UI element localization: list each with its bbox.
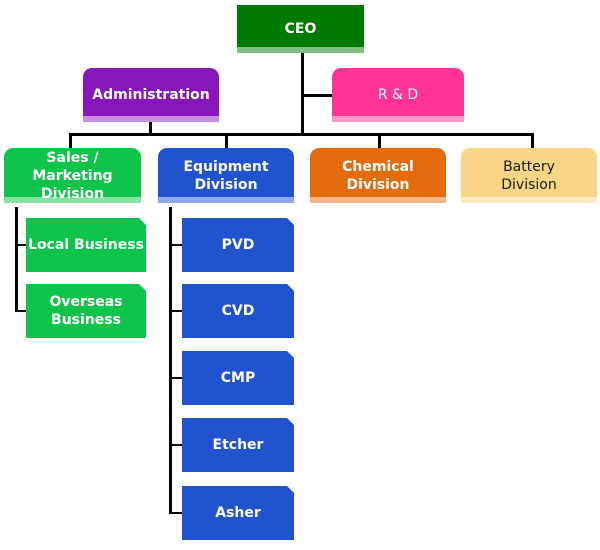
cmp-label: CMP — [220, 370, 256, 386]
cvd-node: CVD — [182, 284, 294, 338]
rd-label: R & D — [377, 87, 419, 103]
connector-equipment-tick-4 — [169, 444, 182, 446]
connector-equipment-spine — [169, 207, 172, 514]
ceo-accent-bar — [237, 47, 364, 53]
etcher-node: Etcher — [182, 418, 294, 472]
connector-drop-sales — [69, 133, 72, 148]
overseas-business-label: Overseas Business — [49, 294, 123, 328]
ceo-label: CEO — [284, 21, 317, 37]
connector-equipment-tick-2 — [169, 310, 182, 312]
asher-node: Asher — [182, 486, 294, 540]
connector-drop-battery — [531, 133, 534, 148]
connector-drop-chemical — [378, 133, 381, 148]
connector-equipment-tick-5 — [169, 512, 182, 514]
overseas-business-node: Overseas Business — [26, 284, 146, 338]
connector-sales-tick-2 — [15, 310, 26, 312]
battery-accent-bar — [461, 197, 597, 203]
connector-equipment-tick-3 — [169, 377, 182, 379]
pvd-node: PVD — [182, 218, 294, 272]
rd-accent-bar — [332, 116, 464, 122]
chemical-division-label: Chemical Division — [342, 158, 414, 193]
administration-node: Administration — [83, 68, 219, 122]
connector-division-bus — [69, 133, 533, 136]
rd-node: R & D — [332, 68, 464, 122]
asher-label: Asher — [215, 505, 261, 521]
administration-accent-bar — [83, 116, 219, 122]
connector-rd-branch — [303, 94, 332, 97]
connector-drop-equipment — [225, 133, 228, 148]
connector-equipment-tick-1 — [169, 244, 182, 246]
local-business-label: Local Business — [28, 237, 144, 253]
local-business-node: Local Business — [26, 218, 146, 272]
battery-division-label: Battery Division — [501, 158, 557, 193]
chemical-division-node: Chemical Division — [310, 148, 446, 203]
sales-accent-bar — [4, 197, 141, 203]
etcher-label: Etcher — [212, 437, 264, 453]
equipment-division-node: Equipment Division — [158, 148, 294, 203]
connector-ceo-trunk — [301, 53, 304, 136]
sales-marketing-division-label: Sales / Marketing Division — [32, 149, 113, 202]
administration-label: Administration — [92, 87, 210, 103]
chemical-accent-bar — [310, 197, 446, 203]
connector-admin-stub — [149, 122, 152, 135]
equipment-division-label: Equipment Division — [183, 158, 269, 193]
sales-marketing-division-node: Sales / Marketing Division — [4, 148, 141, 203]
connector-sales-spine — [15, 207, 18, 312]
ceo-node: CEO — [237, 5, 364, 53]
cmp-node: CMP — [182, 351, 294, 405]
connector-sales-tick-1 — [15, 244, 26, 246]
equipment-accent-bar — [158, 197, 294, 203]
pvd-label: PVD — [221, 237, 255, 253]
cvd-label: CVD — [221, 303, 255, 319]
battery-division-node: Battery Division — [461, 148, 597, 203]
